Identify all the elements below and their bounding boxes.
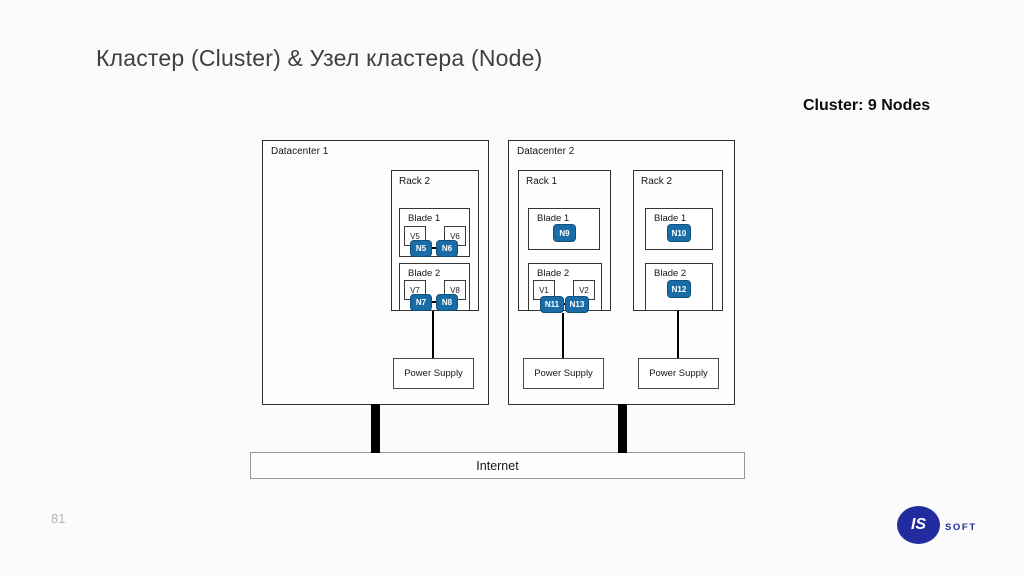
page-number: 81 [51, 511, 66, 526]
dc1-power-supply: Power Supply [393, 358, 474, 389]
dc2-rack2-power-line [677, 311, 679, 358]
slide-title: Кластер (Cluster) & Узел кластера (Node) [96, 45, 543, 71]
dc2-rack1-power-line [562, 313, 564, 358]
internet-bar: Internet [250, 452, 745, 479]
dc2-rack2-blade2-label: Blade 2 [654, 268, 687, 279]
n7-n8-link-line [424, 301, 446, 303]
cluster-count-label: Cluster: 9 Nodes [803, 97, 931, 114]
dc2-internet-trunk-line [618, 404, 627, 453]
node-n13-badge: N13 [565, 296, 589, 313]
is-soft-logo-text: SOFT [945, 522, 977, 533]
node-n7-badge: N7 [410, 294, 432, 311]
node-n10-badge: N10 [667, 224, 691, 242]
dc1-rack2-blade2-label: Blade 2 [408, 268, 441, 279]
n11-n13-link-line [555, 303, 573, 305]
node-n12-badge: N12 [667, 280, 691, 298]
dc2-rack2-power-supply: Power Supply [638, 358, 719, 389]
dc2-rack2-blade1-label: Blade 1 [654, 213, 687, 224]
dc2-rack1-power-supply: Power Supply [523, 358, 604, 389]
node-n9-badge: N9 [553, 224, 576, 242]
datacenter-2-label: Datacenter 2 [517, 146, 575, 157]
node-n11-badge: N11 [540, 296, 564, 313]
datacenter-1-label: Datacenter 1 [271, 146, 329, 157]
node-n6-badge: N6 [436, 240, 458, 257]
dc2-rack2-label: Rack 2 [641, 176, 673, 187]
dc1-internet-trunk-line [371, 404, 380, 453]
dc1-power-line [432, 311, 434, 358]
dc2-rack1-blade1-label: Blade 1 [537, 213, 570, 224]
dc2-rack1-blade2-label: Blade 2 [537, 268, 570, 279]
dc1-rack2-label: Rack 2 [399, 176, 431, 187]
n5-n6-link-line [424, 247, 446, 249]
is-soft-logo-mark: IS [897, 506, 940, 544]
dc2-rack1-label: Rack 1 [526, 176, 558, 187]
node-n5-badge: N5 [410, 240, 432, 257]
dc1-rack2-blade1-label: Blade 1 [408, 213, 441, 224]
node-n8-badge: N8 [436, 294, 458, 311]
